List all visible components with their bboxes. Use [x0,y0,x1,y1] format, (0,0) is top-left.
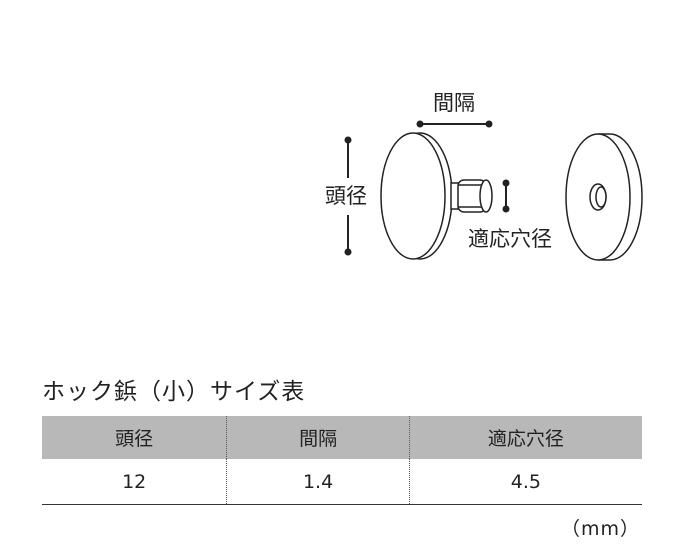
table-header-row: 頭径 間隔 適応穴径 [42,416,642,459]
rivet-diagram: 間隔 頭径 適 [325,91,643,261]
gap-dimension: 間隔 [416,91,493,128]
table-row: 12 1.4 4.5 [42,459,642,505]
header-head-diameter: 頭径 [42,416,227,459]
head-diameter-dimension: 頭径 [325,136,367,256]
unit-note: （mm） [560,518,640,540]
header-gap: 間隔 [226,416,410,459]
cell-gap: 1.4 [226,459,410,505]
cell-hole-diameter: 4.5 [408,459,642,505]
rivet-side-view [380,132,493,260]
gap-label: 間隔 [433,91,475,115]
hole-diameter-dimension: 適応穴径 [468,179,552,251]
size-table: 頭径 間隔 適応穴径 12 1.4 4.5 [42,416,642,505]
header-hole-diameter: 適応穴径 [408,416,642,459]
washer [565,133,643,261]
head-diameter-label: 頭径 [325,184,367,208]
table-title: ホック鋲（小）サイズ表 [42,379,306,405]
hole-diameter-label: 適応穴径 [468,227,552,251]
cell-head-diameter: 12 [42,459,227,505]
